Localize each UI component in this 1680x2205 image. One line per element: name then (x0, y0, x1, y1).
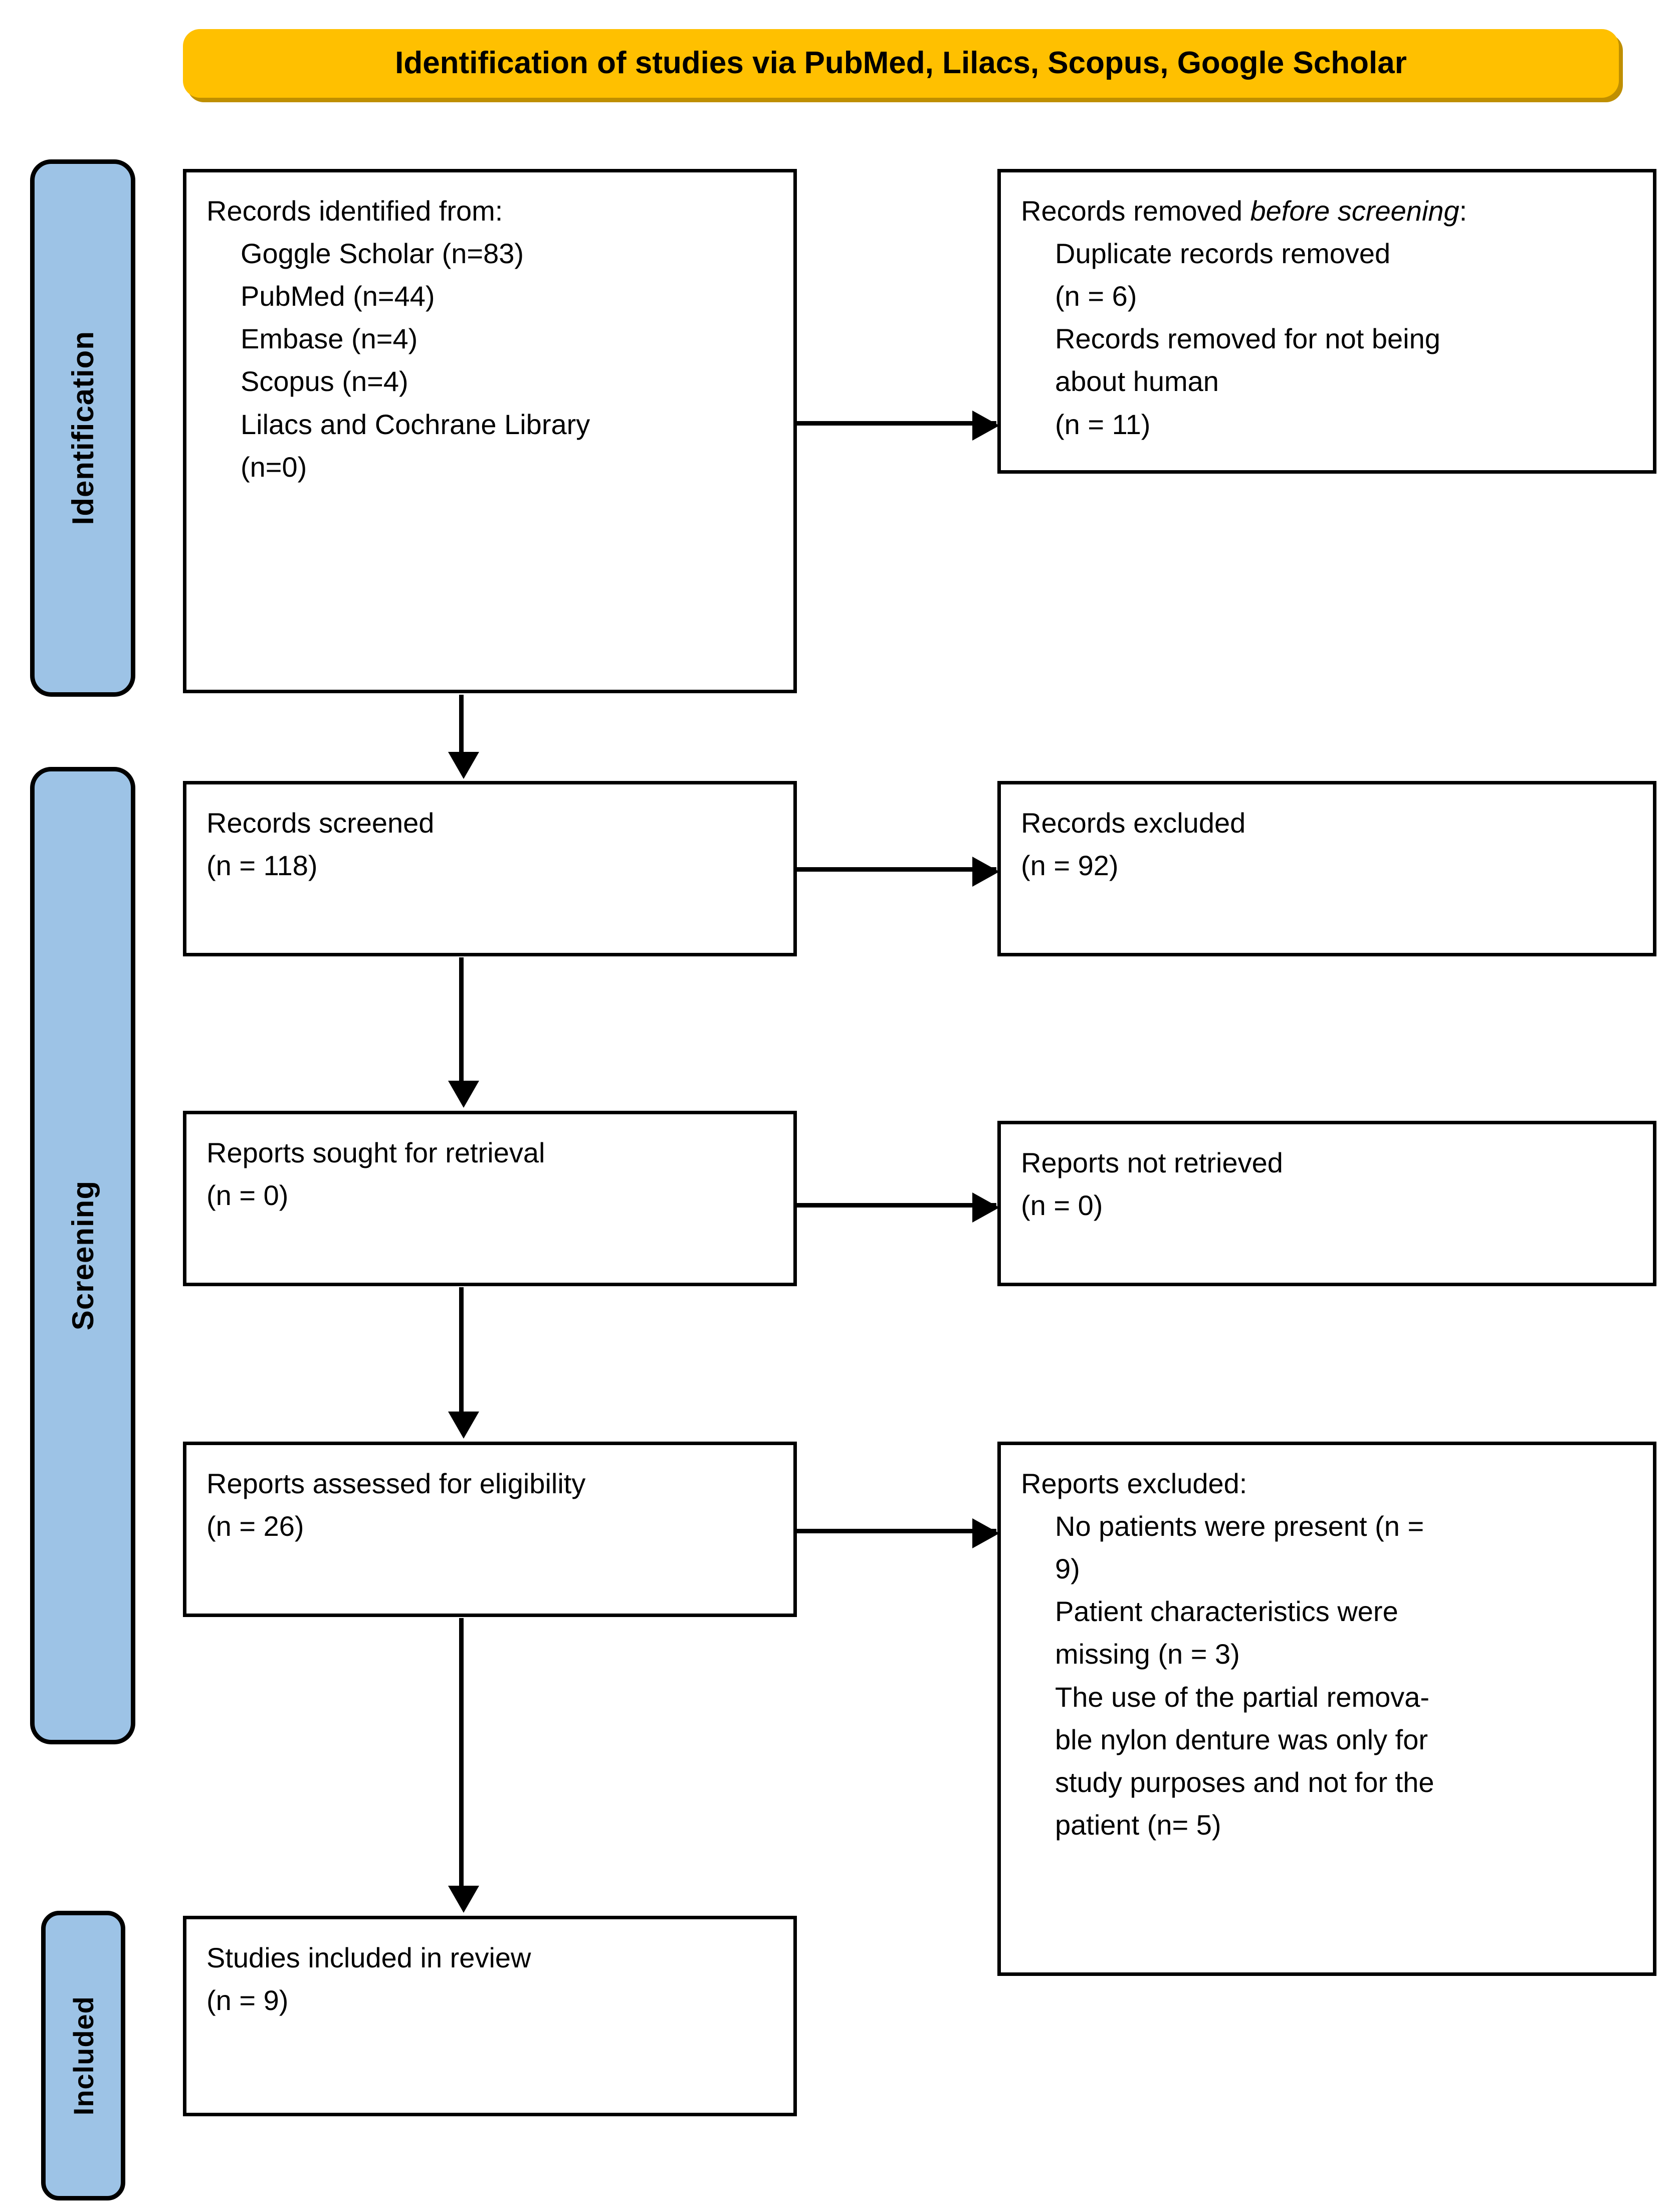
diagram-header-banner: Identification of studies via PubMed, Li… (183, 29, 1619, 98)
records-removed-item: Duplicate records removed (1055, 238, 1391, 270)
arrow-down-assessed-to-included (448, 1618, 479, 1913)
reports-excluded-item: No patients were present (n = (1055, 1510, 1424, 1542)
arrow-right-sought-to-not-retrieved (797, 1192, 999, 1223)
phase-label-identification: Identification (30, 159, 135, 697)
reports-assessed-count: (n = 26) (206, 1510, 304, 1542)
studies-included-count: (n = 9) (206, 1984, 289, 2017)
records-identified-item: Scopus (n=4) (241, 365, 408, 397)
arrow-right-identified-to-removed (797, 411, 999, 441)
box-reports-excluded-detailed: Reports excluded: No patients were prese… (997, 1442, 1656, 1976)
phase-label-screening-text: Screening (66, 1180, 100, 1331)
reports-assessed-label: Reports assessed for eligibility (206, 1468, 586, 1499)
arrow-right-assessed-to-reports-excluded (797, 1518, 999, 1548)
phase-label-included: Included (41, 1911, 125, 2200)
box-reports-assessed-for-eligibility: Reports assessed for eligibility (n = 26… (183, 1442, 797, 1617)
box-reports-sought-for-retrieval: Reports sought for retrieval (n = 0) (183, 1111, 797, 1286)
box-records-excluded: Records excluded (n = 92) (997, 781, 1656, 956)
records-screened-count: (n = 118) (206, 850, 318, 882)
records-removed-heading-italic: before screening (1250, 195, 1459, 227)
records-removed-heading: Records removed before screening: (1021, 189, 1633, 232)
box-records-screened: Records screened (n = 118) (183, 781, 797, 956)
records-identified-item: Goggle Scholar (n=83) (241, 238, 524, 270)
box-studies-included-in-review: Studies included in review (n = 9) (183, 1916, 797, 2116)
records-removed-heading-prefix: Records removed (1021, 195, 1250, 227)
records-removed-item: Records removed for not being (1055, 323, 1440, 355)
records-identified-item: Embase (n=4) (241, 323, 418, 355)
reports-excluded-item: The use of the partial remova- (1055, 1681, 1430, 1713)
records-removed-item: (n = 11) (1055, 408, 1151, 440)
records-removed-item: about human (1055, 365, 1219, 397)
records-identified-item: PubMed (n=44) (241, 280, 435, 312)
reports-not-retrieved-label: Reports not retrieved (1021, 1147, 1283, 1178)
arrow-down-identified-to-screened (448, 695, 479, 779)
records-removed-heading-suffix: : (1459, 195, 1467, 227)
arrow-right-screened-to-excluded (797, 857, 999, 887)
records-identified-item: (n=0) (241, 451, 307, 483)
arrow-down-sought-to-assessed (448, 1287, 479, 1439)
reports-excluded-item: 9) (1055, 1553, 1080, 1585)
reports-sought-count: (n = 0) (206, 1179, 289, 1212)
reports-not-retrieved-count: (n = 0) (1021, 1189, 1103, 1222)
box-records-removed-before-screening: Records removed before screening: Duplic… (997, 169, 1656, 474)
arrow-down-screened-to-sought (448, 957, 479, 1108)
records-excluded-label: Records excluded (1021, 807, 1246, 839)
reports-excluded-item: study purposes and not for the (1055, 1766, 1434, 1798)
phase-label-identification-text: Identification (66, 331, 100, 525)
records-removed-item: (n = 6) (1055, 280, 1137, 312)
box-records-identified: Records identified from: Goggle Scholar … (183, 169, 797, 693)
studies-included-label: Studies included in review (206, 1942, 531, 1973)
records-screened-label: Records screened (206, 807, 435, 839)
phase-label-included-text: Included (67, 1995, 99, 2116)
diagram-title: Identification of studies via PubMed, Li… (395, 46, 1407, 81)
reports-excluded-item: ble nylon denture was only for (1055, 1723, 1428, 1755)
records-excluded-count: (n = 92) (1021, 850, 1119, 882)
reports-sought-label: Reports sought for retrieval (206, 1137, 545, 1168)
records-identified-heading: Records identified from: (206, 195, 503, 227)
phase-label-screening: Screening (30, 767, 135, 1744)
box-reports-not-retrieved: Reports not retrieved (n = 0) (997, 1121, 1656, 1286)
records-identified-item: Lilacs and Cochrane Library (241, 408, 590, 440)
reports-excluded-item: missing (n = 3) (1055, 1638, 1240, 1670)
reports-excluded-item: patient (n= 5) (1055, 1809, 1221, 1841)
reports-excluded-item: Patient characteristics were (1055, 1595, 1398, 1628)
reports-excluded-heading: Reports excluded: (1021, 1468, 1247, 1499)
